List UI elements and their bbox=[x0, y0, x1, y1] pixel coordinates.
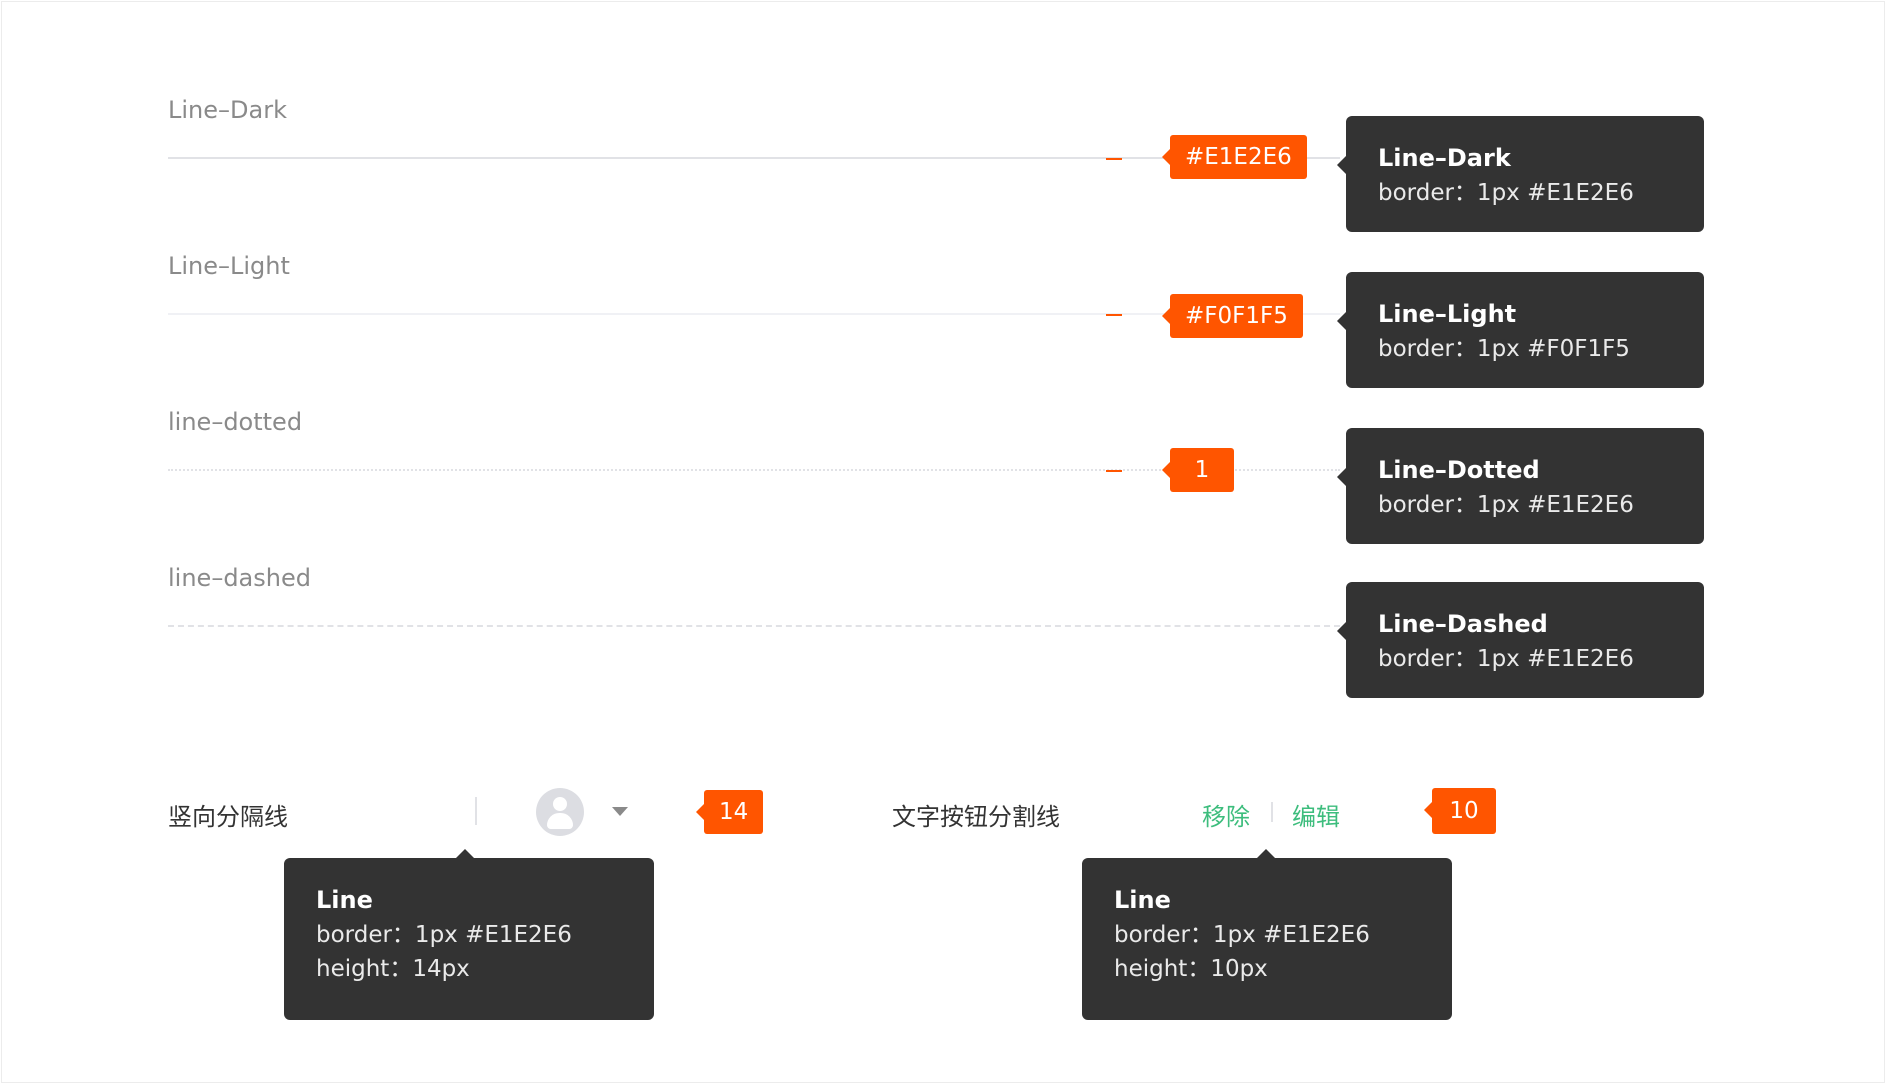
tooltip-title: Line bbox=[1114, 886, 1171, 914]
remove-button[interactable]: 移除 bbox=[1202, 803, 1250, 831]
tooltip-title: Line–Dark bbox=[1378, 144, 1511, 172]
row-label-line-dark: Line–Dark bbox=[168, 96, 287, 124]
row-label-line-dashed: line–dashed bbox=[168, 564, 311, 592]
measure-mark bbox=[1106, 314, 1122, 316]
tooltip-text: height：14px bbox=[316, 956, 470, 982]
tooltip-title: Line–Light bbox=[1378, 300, 1517, 328]
tooltip-text: height：10px bbox=[1114, 956, 1268, 982]
row-label-line-light: Line–Light bbox=[168, 252, 290, 280]
tooltip-text: border：1px #E1E2E6 bbox=[316, 922, 572, 948]
spec-tooltip: Line–Light border：1px #F0F1F5 bbox=[1337, 272, 1704, 388]
measure-mark bbox=[1106, 470, 1122, 472]
tooltip-title: Line–Dotted bbox=[1378, 456, 1540, 484]
tooltip-text: border：1px #E1E2E6 bbox=[1378, 646, 1634, 672]
line-dark-sample bbox=[168, 157, 1340, 159]
tooltip-text: border：1px #E1E2E6 bbox=[1378, 180, 1634, 206]
spec-tooltip: Line border：1px #E1E2E6 height：10px bbox=[1082, 849, 1452, 1020]
text-button-divider-line bbox=[1271, 802, 1273, 822]
tooltip-text: border：1px #E1E2E6 bbox=[1114, 922, 1370, 948]
size-tag: 1 bbox=[1162, 448, 1234, 492]
line-dashed-sample bbox=[168, 625, 1340, 627]
line-light-sample bbox=[168, 313, 1340, 315]
tooltip-title: Line–Dashed bbox=[1378, 610, 1548, 638]
tooltip-text: border：1px #F0F1F5 bbox=[1378, 336, 1630, 362]
user-avatar-icon[interactable] bbox=[536, 788, 584, 836]
color-tag: #F0F1F5 bbox=[1162, 294, 1303, 338]
spec-tooltip: Line–Dotted border：1px #E1E2E6 bbox=[1337, 428, 1704, 544]
line-dotted-sample bbox=[168, 469, 1340, 471]
edit-button[interactable]: 编辑 bbox=[1292, 803, 1340, 831]
row-label-line-dotted: line–dotted bbox=[168, 408, 303, 436]
caret-down-icon[interactable] bbox=[612, 807, 628, 816]
spec-tooltip: Line–Dark border：1px #E1E2E6 bbox=[1337, 116, 1704, 232]
tooltip-text: border：1px #E1E2E6 bbox=[1378, 492, 1634, 518]
measure-mark bbox=[1106, 158, 1122, 160]
size-tag: 14 bbox=[695, 790, 764, 834]
color-tag: #E1E2E6 bbox=[1162, 135, 1307, 179]
vertical-divider-line bbox=[475, 797, 477, 825]
spec-tooltip: Line border：1px #E1E2E6 height：14px bbox=[284, 849, 654, 1020]
vertical-divider-label: 竖向分隔线 bbox=[168, 803, 288, 831]
size-tag: 10 bbox=[1424, 788, 1496, 834]
spec-tooltip: Line–Dashed border：1px #E1E2E6 bbox=[1337, 582, 1704, 698]
text-button-divider-label: 文字按钮分割线 bbox=[892, 803, 1060, 831]
tooltip-title: Line bbox=[316, 886, 373, 914]
